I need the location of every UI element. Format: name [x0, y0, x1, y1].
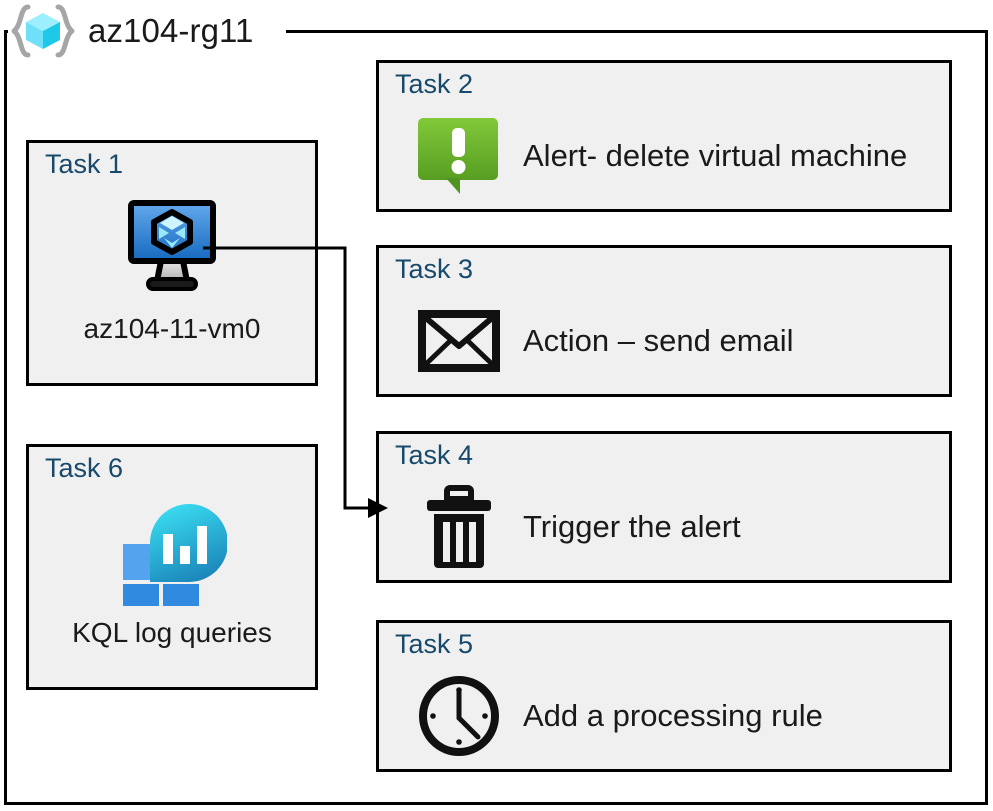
task2-icon-slot [413, 116, 505, 196]
task-card-task1[interactable]: Task 1 [26, 140, 318, 386]
task4-caption: Trigger the alert [523, 509, 741, 544]
virtual-machine-icon [128, 200, 216, 291]
task2-label: Task 2 [395, 69, 474, 99]
task3-label: Task 3 [395, 254, 474, 284]
envelope-icon [418, 310, 500, 372]
task3-icon-slot [413, 310, 505, 372]
task-card-task5[interactable]: Task 5 Add a processing rule [376, 620, 952, 772]
task1-caption: az104-11-vm0 [83, 313, 261, 344]
trash-can-icon [427, 485, 491, 568]
task4-label: Task 4 [395, 440, 474, 470]
task-card-task2[interactable]: Task 2 Alert- delete virtual machine [376, 60, 952, 212]
resource-group-cube-icon [11, 4, 75, 58]
task3-caption: Action – send email [523, 323, 794, 358]
task-card-task6[interactable]: Task 6 KQL lo [26, 444, 318, 690]
task6-caption: KQL log queries [72, 617, 272, 648]
resource-group-name: az104-rg11 [88, 12, 254, 49]
task-card-task4[interactable]: Task 4 Trigger the alert [376, 431, 952, 583]
task-card-task3[interactable]: Task 3 Action – send email [376, 245, 952, 397]
task5-icon-slot [413, 674, 505, 758]
resource-group-header: az104-rg11 [10, 2, 254, 60]
task1-icon-slot [120, 187, 224, 307]
clock-icon [419, 676, 499, 756]
task4-icon-slot [413, 484, 505, 570]
task6-icon-slot [117, 491, 227, 611]
log-analytics-icon [123, 504, 227, 606]
task2-caption: Alert- delete virtual machine [523, 138, 908, 173]
alert-exclamation-icon [418, 118, 498, 194]
task6-label: Task 6 [45, 453, 124, 483]
task5-label: Task 5 [395, 629, 474, 659]
task5-caption: Add a processing rule [523, 698, 823, 733]
task1-label: Task 1 [45, 149, 124, 179]
